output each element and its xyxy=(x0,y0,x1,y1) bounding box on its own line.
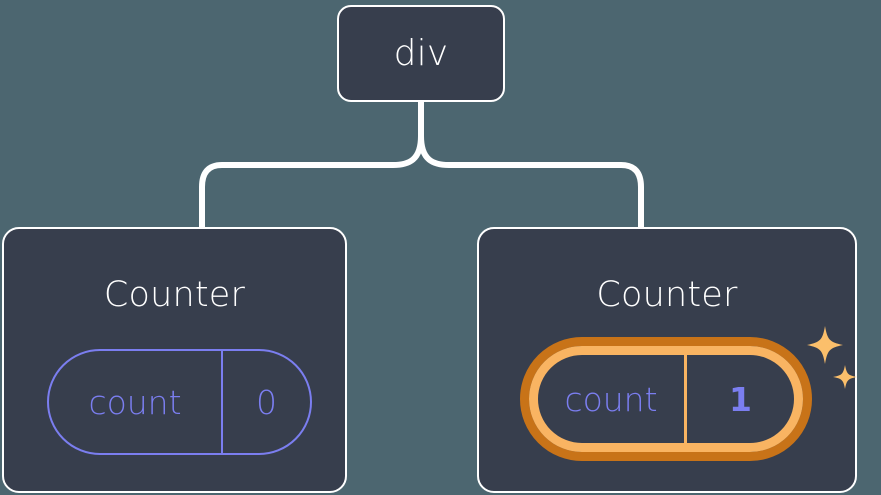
sparkle-large-icon xyxy=(807,326,843,364)
state-pill-left[interactable]: count 0 xyxy=(47,349,312,455)
connector-branch-right xyxy=(418,135,644,227)
state-key-left: count xyxy=(49,351,223,453)
node-counter-left[interactable]: Counter count 0 xyxy=(2,227,347,493)
state-pill-right-highlight-ring: count 1 xyxy=(520,337,812,461)
state-key-right: count xyxy=(538,355,687,443)
node-counter-left-title: Counter xyxy=(103,275,246,315)
connector-branch-left xyxy=(199,135,424,227)
state-pill-right[interactable]: count 1 xyxy=(529,346,803,452)
node-div[interactable]: div xyxy=(337,5,505,102)
node-div-label: div xyxy=(393,32,449,74)
state-value-left: 0 xyxy=(256,382,277,422)
state-value-right: 1 xyxy=(729,379,752,419)
node-counter-right[interactable]: Counter count 1 xyxy=(477,227,857,493)
sparkle-small-icon xyxy=(833,365,857,389)
node-counter-right-title: Counter xyxy=(596,275,738,315)
